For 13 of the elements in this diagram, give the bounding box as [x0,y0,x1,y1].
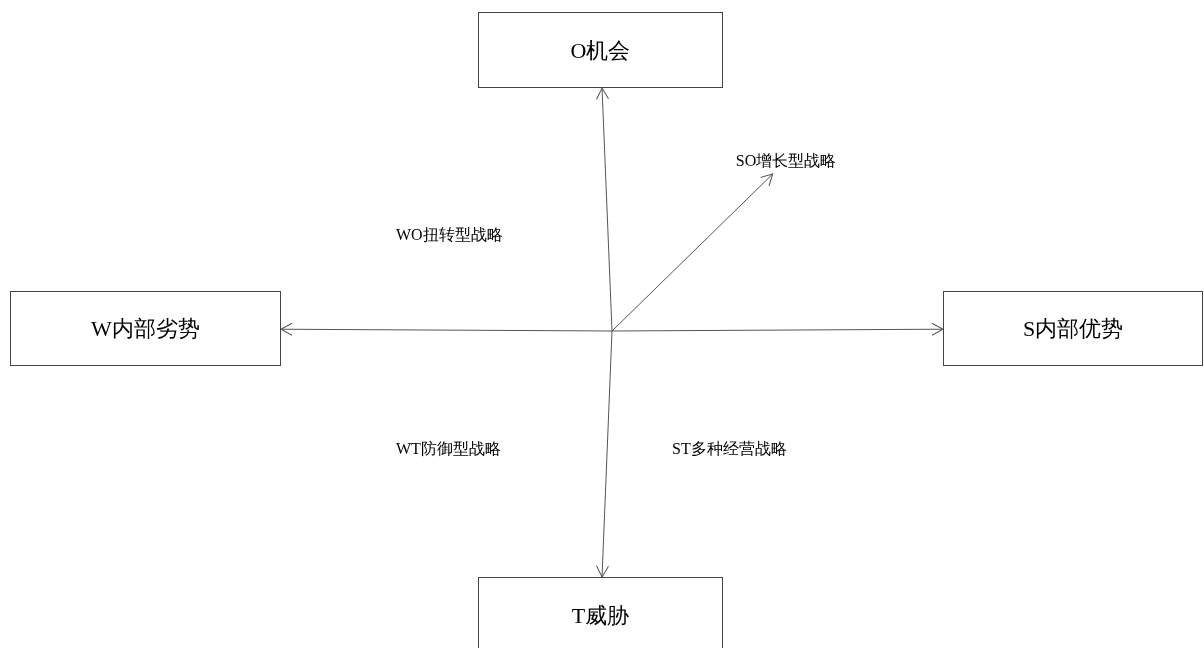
quadrant-box: W内部劣势 [10,291,281,366]
arrow [280,322,613,336]
arrow [611,322,944,336]
strategy-label: WT防御型战略 [396,439,501,459]
strategy-text: SO增长型战略 [718,148,854,174]
strategy-label: ST多种经营战略 [672,439,787,459]
quadrant-box: S内部优势 [943,291,1203,366]
quadrant-box: T威胁 [478,577,723,648]
arrow [596,330,613,578]
quadrant-box: O机会 [478,12,723,88]
arrow [596,87,613,332]
strategy-label: WO扭转型战略 [396,225,503,245]
arrow [611,173,774,332]
